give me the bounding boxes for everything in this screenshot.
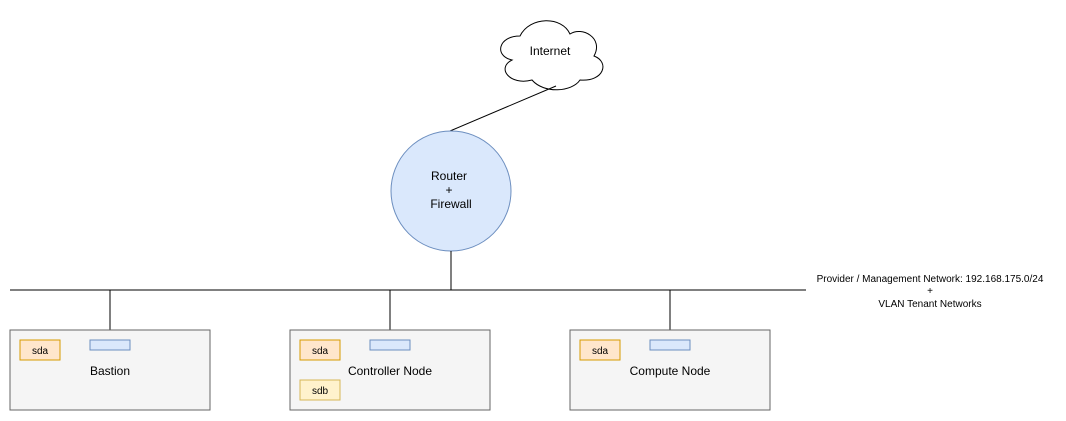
- controller-disk-sdb-label: sdb: [312, 386, 329, 397]
- bastion-disk-sda[interactable]: sda: [19, 339, 61, 361]
- compute-label: Compute Node: [630, 364, 711, 378]
- cloud-icon: [500, 20, 604, 91]
- bastion-disk-sda-box: [19, 339, 61, 361]
- bastion-disk-sda-label: sda: [32, 346, 49, 357]
- router-label-line3: Firewall: [430, 197, 471, 211]
- network-label: Provider / Management Network: 192.168.1…: [817, 274, 1044, 310]
- controller-disk-sdb[interactable]: sdb: [299, 379, 341, 401]
- bastion-node[interactable]: sda Bastion: [9, 329, 211, 411]
- router-label-line2: +: [445, 183, 452, 197]
- compute-disk-sda-label: sda: [592, 346, 609, 357]
- compute-disk-sda[interactable]: sda: [579, 339, 621, 361]
- compute-disk-sda-box: [579, 339, 621, 361]
- controller-node[interactable]: sda sdb Controller Node: [289, 329, 491, 411]
- router-firewall[interactable]: Router + Firewall: [390, 130, 512, 252]
- controller-label: Controller Node: [348, 364, 432, 378]
- controller-disk-sdb-box: [299, 379, 341, 401]
- network-label-line1: Provider / Management Network: 192.168.1…: [817, 274, 1044, 285]
- network-label-line2: +: [927, 286, 933, 297]
- controller-nic[interactable]: [369, 339, 411, 351]
- internet-router-link: [449, 85, 557, 132]
- compute-nic[interactable]: [649, 339, 691, 351]
- internet-label: Internet: [530, 44, 571, 58]
- controller-disk-sda-box: [299, 339, 341, 361]
- internet-cloud[interactable]: Internet: [500, 20, 604, 91]
- controller-disk-sda-label: sda: [312, 346, 329, 357]
- bastion-label: Bastion: [90, 364, 130, 378]
- bastion-nic[interactable]: [89, 339, 131, 351]
- controller-disk-sda[interactable]: sda: [299, 339, 341, 361]
- network-label-line3: VLAN Tenant Networks: [878, 299, 981, 310]
- router-label-line1: Router: [431, 169, 467, 183]
- compute-node[interactable]: sda Compute Node: [569, 329, 771, 411]
